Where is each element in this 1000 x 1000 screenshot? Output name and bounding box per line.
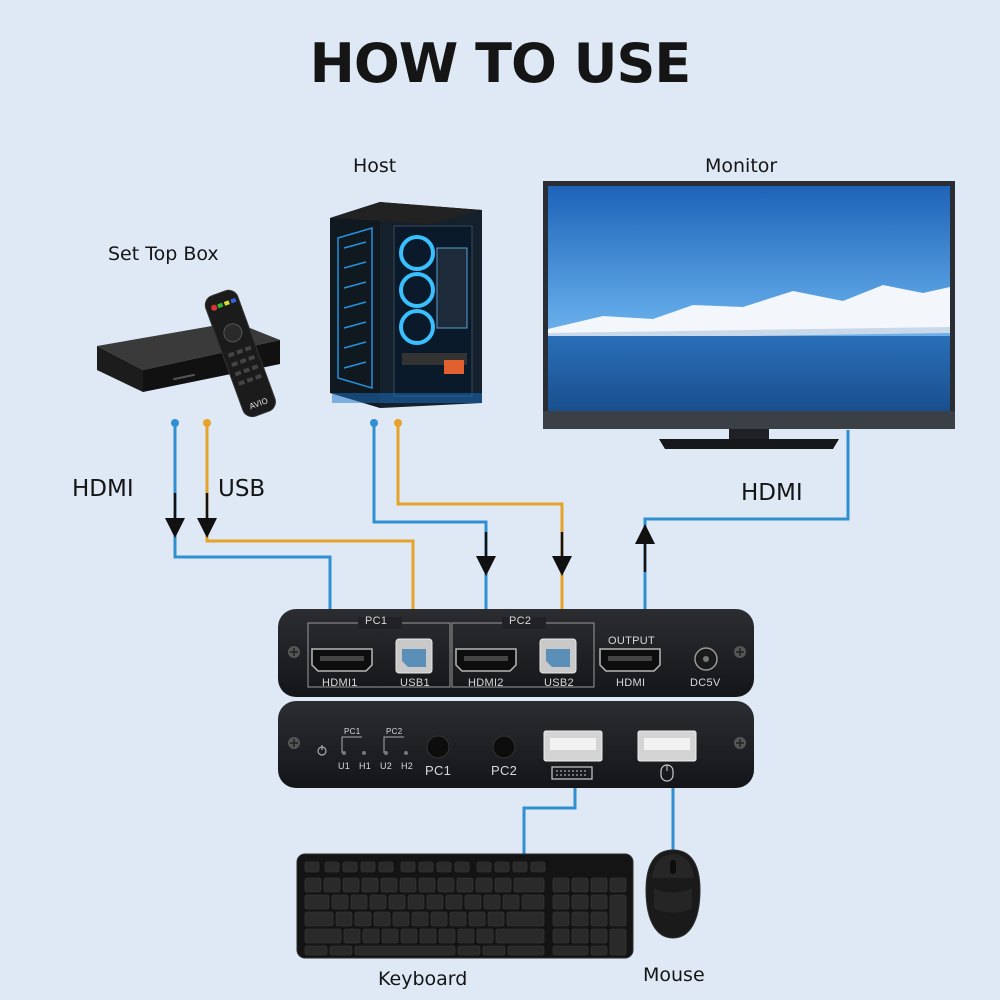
- output-port-label: OUTPUT: [608, 635, 656, 647]
- pc2-button-label: PC2: [491, 763, 518, 778]
- hdmi2-port-label: HDMI2: [468, 677, 504, 689]
- stb-hdmi-cable: [173, 423, 332, 610]
- led-group-pc1-label: PC1: [344, 727, 361, 736]
- kvm-front-panel-controls: [288, 730, 746, 782]
- led-group-pc2-label: PC2: [386, 727, 403, 736]
- mouse-label: Mouse: [643, 964, 705, 986]
- host-hdmi-cable: [372, 423, 488, 610]
- hdmi1-port-label: HDMI1: [322, 677, 358, 689]
- led-u2-label: U2: [380, 761, 393, 771]
- monitor-image: [543, 181, 955, 449]
- kvm-back-panel-ports: [288, 617, 746, 688]
- remote-control-image: AVIO: [204, 289, 276, 418]
- kvm-front-panel: PC1 PC2 U1 H1 U2 H2 PC1 PC2: [278, 701, 754, 788]
- usb-connection-label: USB: [218, 476, 266, 502]
- port-group-pc1-label: PC1: [365, 615, 388, 627]
- kvm-back-panel: PC1 PC2 HDMI1 USB1 HDMI2 USB2 OUTPUT HDM…: [278, 609, 754, 697]
- usb1-port-label: USB1: [400, 677, 430, 689]
- dc5v-port-label: DC5V: [690, 677, 721, 689]
- keyboard-cable: [522, 785, 577, 858]
- monitor-hdmi-connection-label: HDMI: [741, 480, 803, 506]
- usb2-port-label: USB2: [544, 677, 574, 689]
- host-pc-image: [330, 202, 482, 408]
- mouse-image: [645, 849, 701, 939]
- pc1-button-label: PC1: [425, 763, 452, 778]
- keyboard-image: [296, 853, 634, 959]
- keyboard-label: Keyboard: [378, 968, 468, 990]
- host-usb-cable: [396, 423, 564, 610]
- port-group-pc2-label: PC2: [509, 615, 532, 627]
- monitor-label: Monitor: [705, 155, 778, 177]
- monitor-hdmi-cable: [643, 430, 850, 610]
- hdmi-connection-label: HDMI: [72, 476, 134, 502]
- host-label: Host: [353, 155, 397, 177]
- led-h2-label: H2: [401, 761, 414, 771]
- set-top-box-label: Set Top Box: [108, 243, 219, 265]
- stb-usb-cable: [205, 423, 415, 610]
- output-hdmi-port-label: HDMI: [616, 677, 646, 689]
- page-title: HOW TO USE: [309, 32, 692, 95]
- led-h1-label: H1: [359, 761, 372, 771]
- led-u1-label: U1: [338, 761, 351, 771]
